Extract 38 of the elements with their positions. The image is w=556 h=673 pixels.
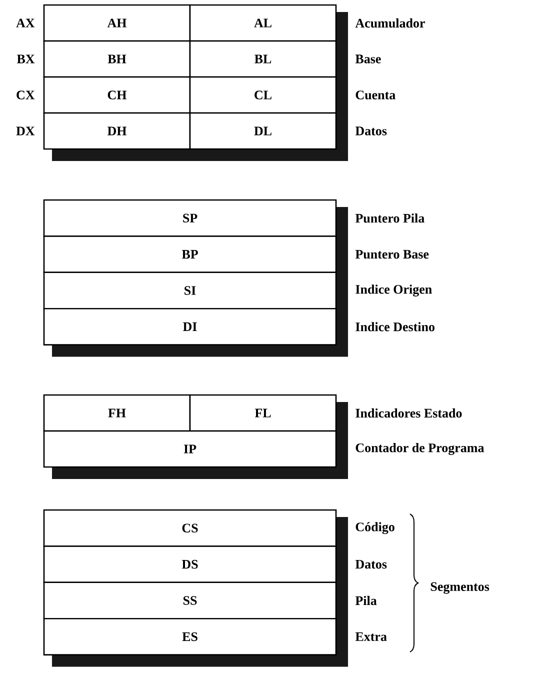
register-label: Puntero Pila	[355, 214, 424, 223]
register-label: CX	[16, 90, 35, 100]
register-cell: BH	[43, 40, 191, 78]
register-label: DX	[16, 126, 35, 136]
register-label: Contador de Programa	[356, 443, 484, 455]
register-cell: SS	[43, 582, 337, 620]
register-cell: CH	[43, 76, 191, 114]
register-label: Puntero Base	[355, 250, 429, 259]
register-cell: AH	[43, 4, 191, 42]
register-label: BX	[16, 54, 35, 64]
register-label: Indicadores Estado	[356, 408, 462, 418]
register-label: Acumulador	[355, 18, 425, 28]
register-cell: CS	[43, 509, 337, 547]
register-cell: DS	[43, 546, 337, 584]
register-label: Pila	[355, 596, 377, 606]
register-label: Indice Destino	[356, 322, 434, 332]
register-cell: ES	[43, 618, 337, 656]
register-cell: SP	[43, 199, 337, 237]
register-label: Código	[356, 522, 394, 534]
register-cell: FL	[189, 394, 337, 432]
register-cell: CL	[189, 76, 337, 114]
register-cell: IP	[43, 430, 337, 468]
register-label: AX	[16, 18, 35, 28]
register-label: Segmentos	[430, 582, 490, 594]
register-cell: DL	[189, 112, 337, 150]
register-cell: BL	[189, 40, 337, 78]
register-label: Base	[355, 54, 381, 64]
register-cell: DI	[43, 308, 337, 346]
register-label: Datos	[355, 126, 387, 136]
register-cell: SI	[43, 272, 337, 310]
register-cell: DH	[43, 112, 191, 150]
register-cell: AL	[189, 4, 337, 42]
register-cell: BP	[43, 236, 337, 274]
register-label: Indice Origen	[356, 284, 432, 296]
register-cell: FH	[43, 394, 191, 432]
register-label: Datos	[355, 560, 387, 569]
register-label: Extra	[355, 632, 387, 642]
register-label: Cuenta	[356, 90, 396, 100]
